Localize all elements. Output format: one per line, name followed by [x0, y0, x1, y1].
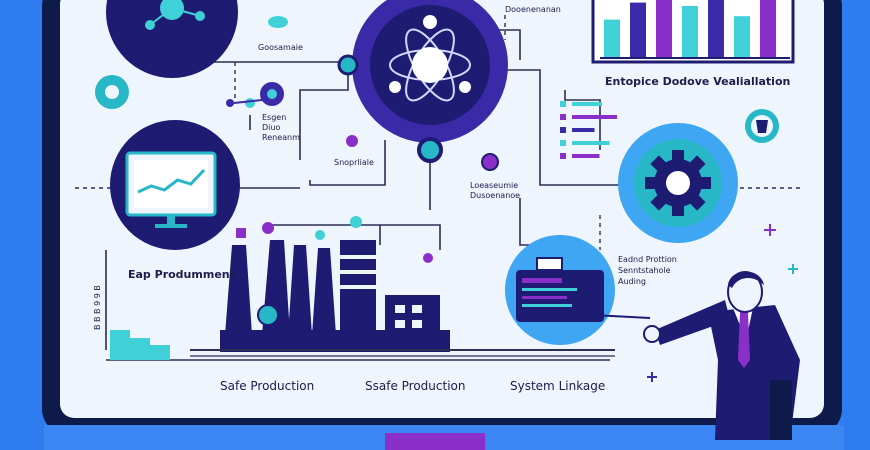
- center-small-label: Snoprliale: [334, 158, 374, 167]
- bar-chart-icon: [591, 0, 795, 64]
- dashed-lines: [75, 15, 800, 250]
- left-section-label: Eap Produmment: [128, 268, 235, 281]
- legend-rows: [560, 101, 617, 159]
- molecule-icon: [226, 82, 284, 108]
- label-line: Auding: [618, 277, 646, 286]
- top-right-heading: Entopice Dodove Vealiallation: [605, 75, 790, 88]
- hexagon-icon: [268, 16, 288, 28]
- bar: [734, 16, 750, 57]
- dashboard-window-icon: [505, 235, 615, 345]
- bar: [708, 0, 724, 58]
- legend-bar: [572, 141, 610, 145]
- shield-icon: [745, 109, 779, 143]
- legend-swatch: [560, 153, 566, 159]
- top-center-label: Dooenenanan: [505, 5, 561, 14]
- bottom-label-2: Ssafe Production: [365, 379, 466, 393]
- legend-bar: [572, 115, 617, 119]
- legend-swatch: [560, 127, 566, 133]
- label-line: Diuo: [262, 123, 280, 132]
- bottom-label-3: System Linkage: [510, 379, 605, 393]
- legend-bar: [572, 102, 602, 106]
- bar: [604, 19, 620, 58]
- sparkle-icon: [764, 224, 776, 236]
- node-dot: [337, 54, 359, 76]
- label-line: Loeaseumie: [470, 181, 518, 190]
- bar-chart-bars: [604, 0, 776, 58]
- monitor-stand: [385, 433, 485, 450]
- label-line: Senntstahole: [618, 266, 671, 275]
- label-line: Dusoenanoe: [470, 191, 520, 200]
- businessman-icon: [591, 271, 800, 440]
- bottom-label-1: Safe Production: [220, 379, 314, 393]
- atom-icon: [352, 0, 508, 143]
- gear-icon: [618, 123, 738, 243]
- node-dot: [417, 137, 443, 163]
- sparkle-icon: [647, 372, 657, 382]
- label-line: Reneanm: [262, 133, 300, 142]
- legend-bar: [572, 128, 595, 132]
- hexagon-icon: [95, 75, 129, 109]
- node-dot: [481, 153, 499, 171]
- legend-bar: [572, 154, 600, 158]
- legend-swatch: [560, 140, 566, 146]
- bar: [656, 0, 672, 57]
- molecule-icon: [106, 0, 238, 78]
- line-chart-series: [137, 168, 206, 194]
- bar: [682, 6, 698, 57]
- left-small-label-1: Goosamaie: [258, 43, 303, 52]
- legend-swatch: [560, 114, 566, 120]
- line-chart-monitor-icon: [110, 120, 240, 250]
- label-line: Eadnd Prottion: [618, 255, 677, 264]
- axis-label: B B B 9 9 B: [93, 285, 102, 330]
- legend-swatch: [560, 101, 566, 107]
- label-line: Esgen: [262, 113, 286, 122]
- sparkle-icon: [788, 264, 798, 274]
- node-dot: [346, 135, 358, 147]
- factory-icon: [110, 216, 615, 360]
- bar: [760, 0, 776, 57]
- bar: [630, 2, 646, 58]
